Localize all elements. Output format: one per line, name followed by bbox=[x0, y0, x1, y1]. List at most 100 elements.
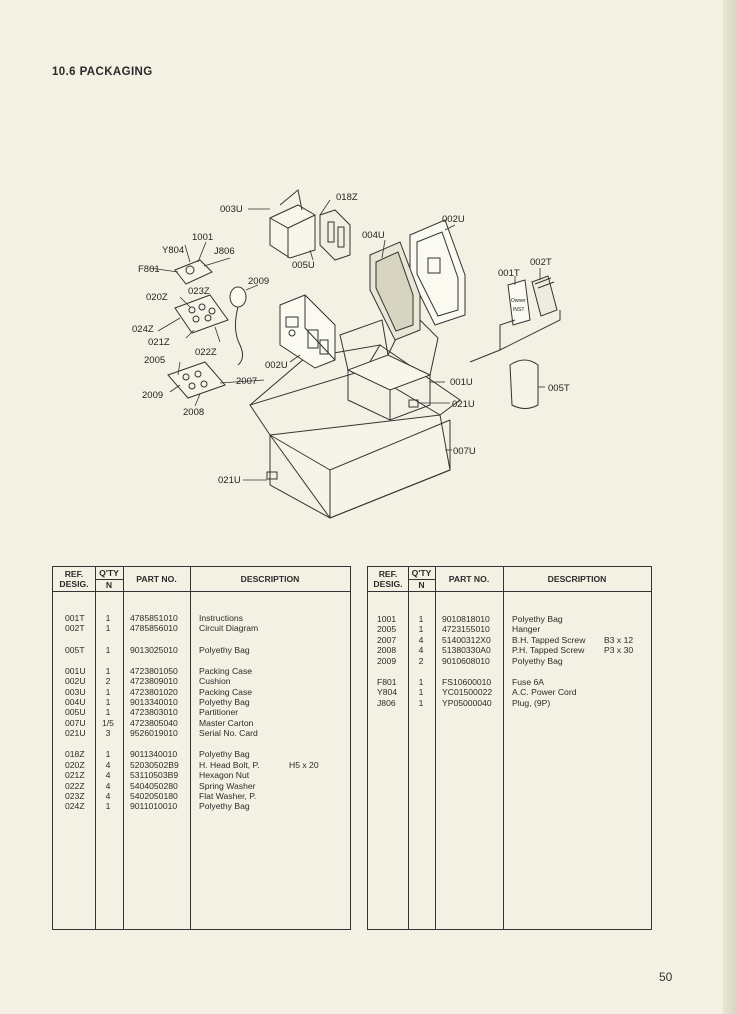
label-003u-top: 003U bbox=[220, 204, 243, 215]
label-2009-bot: 2009 bbox=[142, 390, 163, 401]
cell-qty: 1 bbox=[418, 614, 424, 624]
cell-qty: 1 bbox=[105, 707, 111, 718]
qty-divider bbox=[408, 579, 435, 580]
page-edge bbox=[723, 0, 737, 1014]
label-002t: 002T bbox=[530, 257, 552, 268]
label-f801: F801 bbox=[138, 264, 160, 275]
cell-desc: Spring Washer bbox=[199, 780, 256, 791]
hardware-bag-020z bbox=[174, 294, 229, 334]
cell-desc: Polyethy Bag bbox=[199, 644, 250, 655]
cell-qty: 1 bbox=[105, 686, 111, 697]
cell-qty: 2 bbox=[105, 676, 111, 687]
cell-desc: Polyethy Bag bbox=[199, 697, 250, 707]
hardware-bag-2005 bbox=[167, 361, 226, 399]
cell-ref: 021Z bbox=[65, 770, 85, 781]
label-021u-right: 021U bbox=[452, 399, 475, 410]
cell-qty: 1 bbox=[105, 623, 111, 634]
cell-qty: 1 bbox=[105, 613, 111, 623]
cell-part: 4723155010 bbox=[442, 624, 490, 635]
label-024z: 024Z bbox=[132, 324, 154, 335]
power-cord-2009 bbox=[229, 286, 247, 366]
cell-qty: 1 bbox=[105, 697, 111, 707]
master-carton-007u bbox=[249, 344, 461, 519]
cell-ref: 2008 bbox=[377, 645, 397, 656]
header-part: PART NO. bbox=[136, 574, 177, 584]
cell-part: 9013340010 bbox=[130, 697, 178, 707]
cell-ref: 007U bbox=[65, 717, 86, 728]
label-y804: Y804 bbox=[162, 245, 184, 256]
cell-part: 4723809010 bbox=[130, 676, 178, 687]
header-desc: DESCRIPTION bbox=[547, 574, 607, 584]
cell-qty: 1 bbox=[105, 801, 111, 812]
label-001t: 001T bbox=[498, 268, 520, 279]
cell-part: FS10600010 bbox=[442, 676, 492, 687]
cell-desc: H. Head Bolt, P. bbox=[199, 759, 260, 770]
cell-part: 4723801020 bbox=[130, 686, 178, 697]
cell-qty: 4 bbox=[105, 770, 111, 781]
label-005t: 005T bbox=[548, 383, 570, 394]
cell-spec: B3 x 12 bbox=[604, 634, 634, 645]
col-sep bbox=[95, 567, 96, 929]
cell-desc: Polyethy Bag bbox=[512, 614, 563, 624]
cell-desc: P.H. Tapped Screw bbox=[512, 645, 585, 656]
packaging-diagram: Owner INST 003U 018Z 002U 004U 1001 Y804… bbox=[132, 189, 570, 519]
bag-005t bbox=[509, 359, 539, 409]
cell-desc: Partitioner bbox=[199, 707, 239, 718]
label-002u-mid: 002U bbox=[265, 360, 288, 371]
qty-divider bbox=[95, 579, 123, 580]
table-header bbox=[368, 567, 651, 592]
cell-part: 9011340010 bbox=[130, 749, 178, 760]
label-2005: 2005 bbox=[144, 355, 165, 366]
cell-qty: 4 bbox=[105, 791, 111, 801]
cell-ref: 002U bbox=[65, 676, 86, 687]
cell-part: 4723805040 bbox=[130, 717, 178, 728]
cell-part: 9010608010 bbox=[442, 655, 490, 666]
header-qty: Q'TY bbox=[411, 568, 432, 578]
header-ref: REF. DESIG. bbox=[373, 569, 403, 589]
label-2009-top: 2009 bbox=[248, 276, 269, 287]
label-022z: 022Z bbox=[195, 347, 217, 358]
cell-ref: J806 bbox=[377, 697, 396, 708]
bag-004u bbox=[369, 241, 421, 341]
cell-qty: 1 bbox=[418, 697, 424, 708]
cell-desc: Serial No. Card bbox=[199, 728, 258, 739]
label-2008: 2008 bbox=[183, 407, 204, 418]
cell-desc: Polyethy Bag bbox=[199, 749, 250, 760]
cell-qty: 4 bbox=[105, 759, 111, 770]
cell-ref: 2007 bbox=[377, 634, 397, 645]
cell-desc: Master Carton bbox=[199, 717, 254, 728]
cell-part: 9526019010 bbox=[130, 728, 178, 739]
cell-desc: Packing Case bbox=[199, 665, 253, 676]
cell-desc: Hexagon Nut bbox=[199, 770, 250, 781]
cell-part: 4723803010 bbox=[130, 707, 178, 718]
cushion-002u-lower bbox=[279, 294, 336, 369]
cell-qty: 1/5 bbox=[102, 717, 114, 728]
cell-part: 5404050280 bbox=[130, 780, 178, 791]
col-sep bbox=[435, 567, 436, 929]
label-001u: 001U bbox=[450, 377, 473, 388]
cell-ref: 005T bbox=[65, 644, 85, 655]
cell-desc: Plug, (9P) bbox=[512, 697, 551, 708]
cell-desc: Polyethy Bag bbox=[199, 801, 250, 812]
table-header bbox=[53, 567, 350, 592]
cell-qty: 1 bbox=[105, 665, 111, 676]
cell-ref: 1001 bbox=[377, 614, 397, 624]
header-part: PART NO. bbox=[448, 574, 490, 584]
col-sep bbox=[503, 567, 504, 929]
